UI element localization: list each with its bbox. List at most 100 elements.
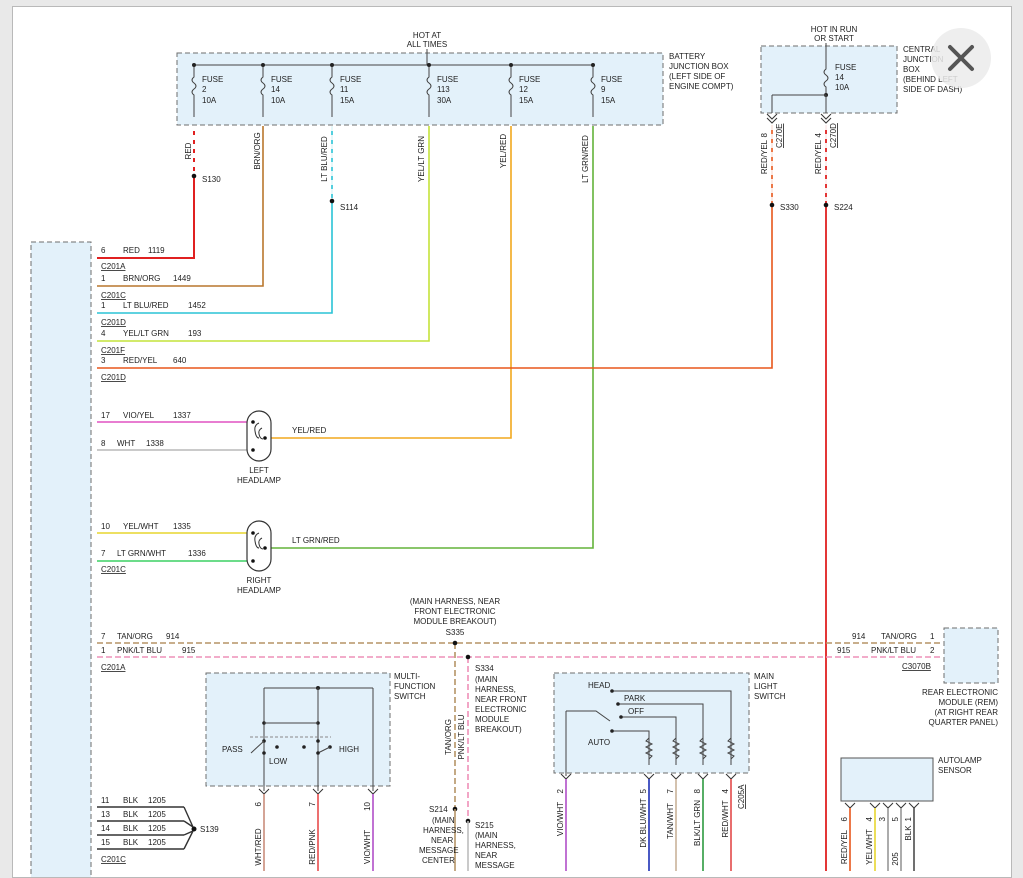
- svg-text:TAN/ORG: TAN/ORG: [444, 719, 453, 755]
- svg-text:3: 3: [878, 816, 887, 821]
- svg-text:MESSAGE: MESSAGE: [419, 846, 459, 855]
- svg-text:(MAIN HARNESS, NEAR: (MAIN HARNESS, NEAR: [410, 597, 500, 606]
- fuse-9: FUSE 9 15A: [590, 63, 622, 117]
- hot-in-run-2: OR START: [814, 34, 854, 43]
- svg-text:BLK/LT GRN: BLK/LT GRN: [693, 800, 702, 846]
- connector-c201d: C201D: [101, 318, 126, 327]
- svg-text:14: 14: [271, 85, 280, 94]
- svg-text:193: 193: [188, 329, 202, 338]
- svg-text:5: 5: [639, 788, 648, 793]
- svg-text:YEL/WHT: YEL/WHT: [865, 829, 874, 865]
- connector-c270e: C270E: [775, 124, 784, 148]
- svg-text:HIGH: HIGH: [339, 745, 359, 754]
- svg-text:915: 915: [182, 646, 196, 655]
- svg-text:VIO/WHT: VIO/WHT: [363, 830, 372, 864]
- vertical-wires: RED BRN/ORG LT BLU/RED YEL/LT GRN YEL/RE…: [97, 125, 853, 871]
- svg-text:1205: 1205: [148, 810, 166, 819]
- hot-in-run-1: HOT IN RUN: [811, 25, 858, 34]
- svg-text:6: 6: [840, 816, 849, 821]
- svg-text:1449: 1449: [173, 274, 191, 283]
- bjb-title-1: BATTERY: [669, 52, 706, 61]
- bjb-title-2: JUNCTION BOX: [669, 62, 729, 71]
- connector-c201f: C201F: [101, 346, 125, 355]
- svg-text:30A: 30A: [437, 96, 452, 105]
- central-junction-box: HOT IN RUN OR START FUSE 14 10A CENTRAL …: [760, 25, 962, 148]
- svg-text:REAR ELECTRONIC: REAR ELECTRONIC: [922, 688, 998, 697]
- svg-text:1119: 1119: [148, 246, 165, 255]
- connector-c201c-2: C201C: [101, 565, 126, 574]
- svg-text:LT GRN/WHT: LT GRN/WHT: [117, 549, 166, 558]
- svg-text:914: 914: [852, 632, 866, 641]
- svg-text:RED/YEL: RED/YEL: [840, 829, 849, 864]
- svg-text:6: 6: [101, 246, 106, 255]
- svg-text:HEAD: HEAD: [588, 681, 610, 690]
- svg-text:YEL/RED: YEL/RED: [292, 426, 326, 435]
- svg-text:4: 4: [721, 788, 730, 793]
- svg-text:3: 3: [101, 356, 106, 365]
- wire-label-red-yel-2: RED/YEL: [814, 139, 823, 174]
- svg-text:TAN/ORG: TAN/ORG: [881, 632, 917, 641]
- svg-text:205: 205: [891, 852, 900, 866]
- rem-bus: (MAIN HARNESS, NEAR FRONT ELECTRONIC MOD…: [97, 597, 999, 821]
- connector-c201a: C201A: [101, 262, 126, 271]
- svg-text:YEL/LT GRN: YEL/LT GRN: [123, 329, 169, 338]
- svg-text:914: 914: [166, 632, 180, 641]
- svg-text:HARNESS,: HARNESS,: [475, 685, 516, 694]
- svg-text:2: 2: [556, 788, 565, 793]
- svg-text:BLK: BLK: [904, 825, 913, 841]
- svg-text:OFF: OFF: [628, 707, 644, 716]
- svg-text:8: 8: [101, 439, 106, 448]
- svg-text:15A: 15A: [601, 96, 616, 105]
- svg-text:14: 14: [101, 824, 110, 833]
- svg-text:1205: 1205: [148, 838, 166, 847]
- splice-s130: S130: [202, 175, 221, 184]
- svg-text:1338: 1338: [146, 439, 164, 448]
- svg-text:FUSE: FUSE: [202, 75, 223, 84]
- connector-c270d: C270D: [829, 123, 838, 148]
- svg-text:MULTI-: MULTI-: [394, 672, 420, 681]
- svg-text:YEL/WHT: YEL/WHT: [123, 522, 159, 531]
- svg-text:TAN/WHT: TAN/WHT: [666, 803, 675, 839]
- svg-text:10: 10: [101, 522, 110, 531]
- svg-text:FUSE: FUSE: [271, 75, 292, 84]
- svg-text:PASS: PASS: [222, 745, 243, 754]
- svg-text:1: 1: [101, 301, 106, 310]
- svg-text:FUSE: FUSE: [835, 63, 856, 72]
- bjb-title-4: ENGINE COMPT): [669, 82, 734, 91]
- svg-text:SWITCH: SWITCH: [754, 692, 786, 701]
- right-headlamp: 10 YEL/WHT 1335 7 LT GRN/WHT 1336 C201C …: [97, 520, 340, 595]
- svg-text:915: 915: [837, 646, 851, 655]
- svg-text:10A: 10A: [271, 96, 286, 105]
- svg-text:RED/YEL: RED/YEL: [123, 356, 158, 365]
- svg-text:(MAIN: (MAIN: [475, 675, 498, 684]
- splice-s224: S224: [834, 203, 853, 212]
- svg-text:12: 12: [519, 85, 528, 94]
- ground-splice-s139: S139 11 BLK 1205 13 BLK 1205 14 BLK 1205…: [97, 796, 219, 864]
- svg-text:14: 14: [835, 73, 844, 82]
- close-icon[interactable]: [931, 28, 991, 88]
- svg-text:LIGHT: LIGHT: [754, 682, 778, 691]
- svg-text:1: 1: [930, 632, 935, 641]
- svg-text:NEAR: NEAR: [431, 836, 453, 845]
- splice-s214: S214: [429, 805, 448, 814]
- svg-text:LT GRN/RED: LT GRN/RED: [292, 536, 340, 545]
- connector-c205a: C205A: [737, 784, 746, 809]
- svg-text:MODULE (REM): MODULE (REM): [938, 698, 998, 707]
- svg-text:(MAIN: (MAIN: [432, 816, 455, 825]
- svg-text:HARNESS,: HARNESS,: [423, 826, 464, 835]
- splice-s330: S330: [780, 203, 799, 212]
- svg-text:4: 4: [101, 329, 106, 338]
- fuse-2: FUSE 2 10A: [191, 63, 223, 117]
- fuse-14: FUSE 14 10A: [260, 63, 292, 117]
- cjb-title-1: CENTRAL: [903, 45, 941, 54]
- svg-text:1: 1: [101, 274, 106, 283]
- svg-text:RED/PNK: RED/PNK: [308, 829, 317, 865]
- svg-text:8: 8: [693, 788, 702, 793]
- svg-text:15A: 15A: [519, 96, 534, 105]
- svg-text:2: 2: [202, 85, 207, 94]
- wiring-diagram: HOT AT ALL TIMES BATTERY JUNCTION BOX (L…: [30, 25, 999, 877]
- svg-text:MODULE BREAKOUT): MODULE BREAKOUT): [413, 617, 496, 626]
- svg-text:WHT: WHT: [117, 439, 135, 448]
- close-button[interactable]: [931, 28, 991, 88]
- headlamp-bulb-icon: [246, 410, 272, 462]
